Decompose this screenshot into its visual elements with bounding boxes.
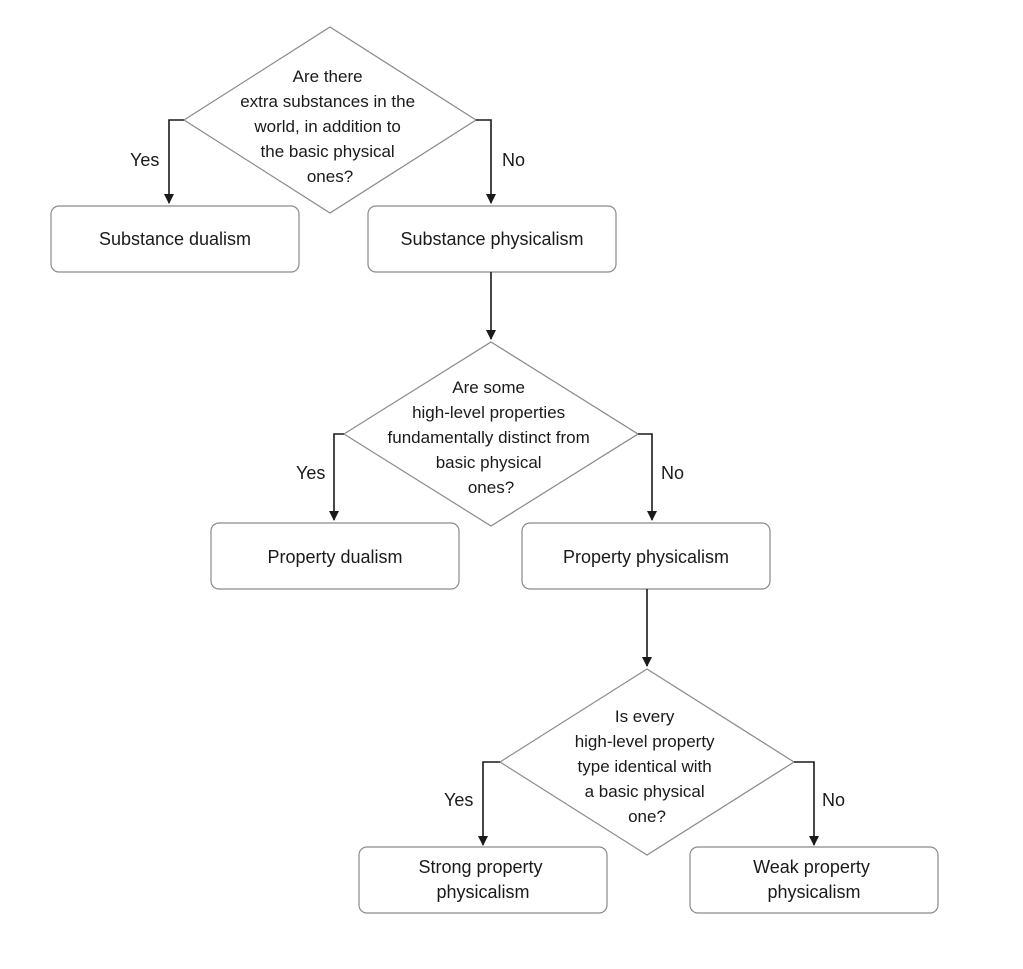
outcome-property-physicalism-box xyxy=(521,522,771,590)
decision-identity-question: Is every high-level property type identi… xyxy=(575,707,720,826)
edge-identity-no-label: No xyxy=(822,790,845,810)
edge-property-no xyxy=(638,433,657,521)
outcome-weak-property-physicalism-box xyxy=(689,846,939,914)
outcome-weak-property-physicalism: Weak property physicalism xyxy=(689,846,939,914)
decision-property: Are some high-level properties fundament… xyxy=(342,341,640,527)
decision-identity-diamond xyxy=(498,668,796,856)
outcome-weak-property-physicalism-label: Weak property physicalism xyxy=(753,857,875,902)
outcome-strong-property-physicalism-label: Strong property physicalism xyxy=(418,857,547,902)
edge-property-yes xyxy=(329,433,344,521)
outcome-property-physicalism-label: Property physicalism xyxy=(563,547,729,567)
decision-substance-question: Are there extra substances in the world,… xyxy=(240,67,420,186)
edge-property-no-label: No xyxy=(661,463,684,483)
decision-property-diamond xyxy=(342,341,640,527)
decision-substance: Are there extra substances in the world,… xyxy=(182,26,478,214)
decision-identity: Is every high-level property type identi… xyxy=(498,668,796,856)
outcome-substance-physicalism-label: Substance physicalism xyxy=(400,229,583,249)
decision-property-question: Are some high-level properties fundament… xyxy=(388,378,595,497)
outcome-property-physicalism: Property physicalism xyxy=(521,522,771,590)
edge-identity-yes-label: Yes xyxy=(444,790,473,810)
outcome-substance-dualism-box xyxy=(50,205,300,273)
outcome-substance-physicalism: Substance physicalism xyxy=(367,205,617,273)
decision-substance-diamond xyxy=(182,26,478,214)
edge-identity-no xyxy=(794,761,819,846)
edge-identity-yes xyxy=(478,761,500,846)
outcome-substance-dualism: Substance dualism xyxy=(50,205,300,273)
edge-substance-yes xyxy=(164,119,184,204)
outcome-property-dualism-label: Property dualism xyxy=(267,547,402,567)
outcome-substance-physicalism-box xyxy=(367,205,617,273)
outcome-property-dualism-box xyxy=(210,522,460,590)
edge-property-yes-label: Yes xyxy=(296,463,325,483)
edge-substance-yes-label: Yes xyxy=(130,150,159,170)
edge-substance-no xyxy=(476,119,496,204)
outcome-strong-property-physicalism-box xyxy=(358,846,608,914)
outcome-property-dualism: Property dualism xyxy=(210,522,460,590)
edge-substance-no-label: No xyxy=(502,150,525,170)
outcome-strong-property-physicalism: Strong property physicalism xyxy=(358,846,608,914)
outcome-substance-dualism-label: Substance dualism xyxy=(99,229,251,249)
